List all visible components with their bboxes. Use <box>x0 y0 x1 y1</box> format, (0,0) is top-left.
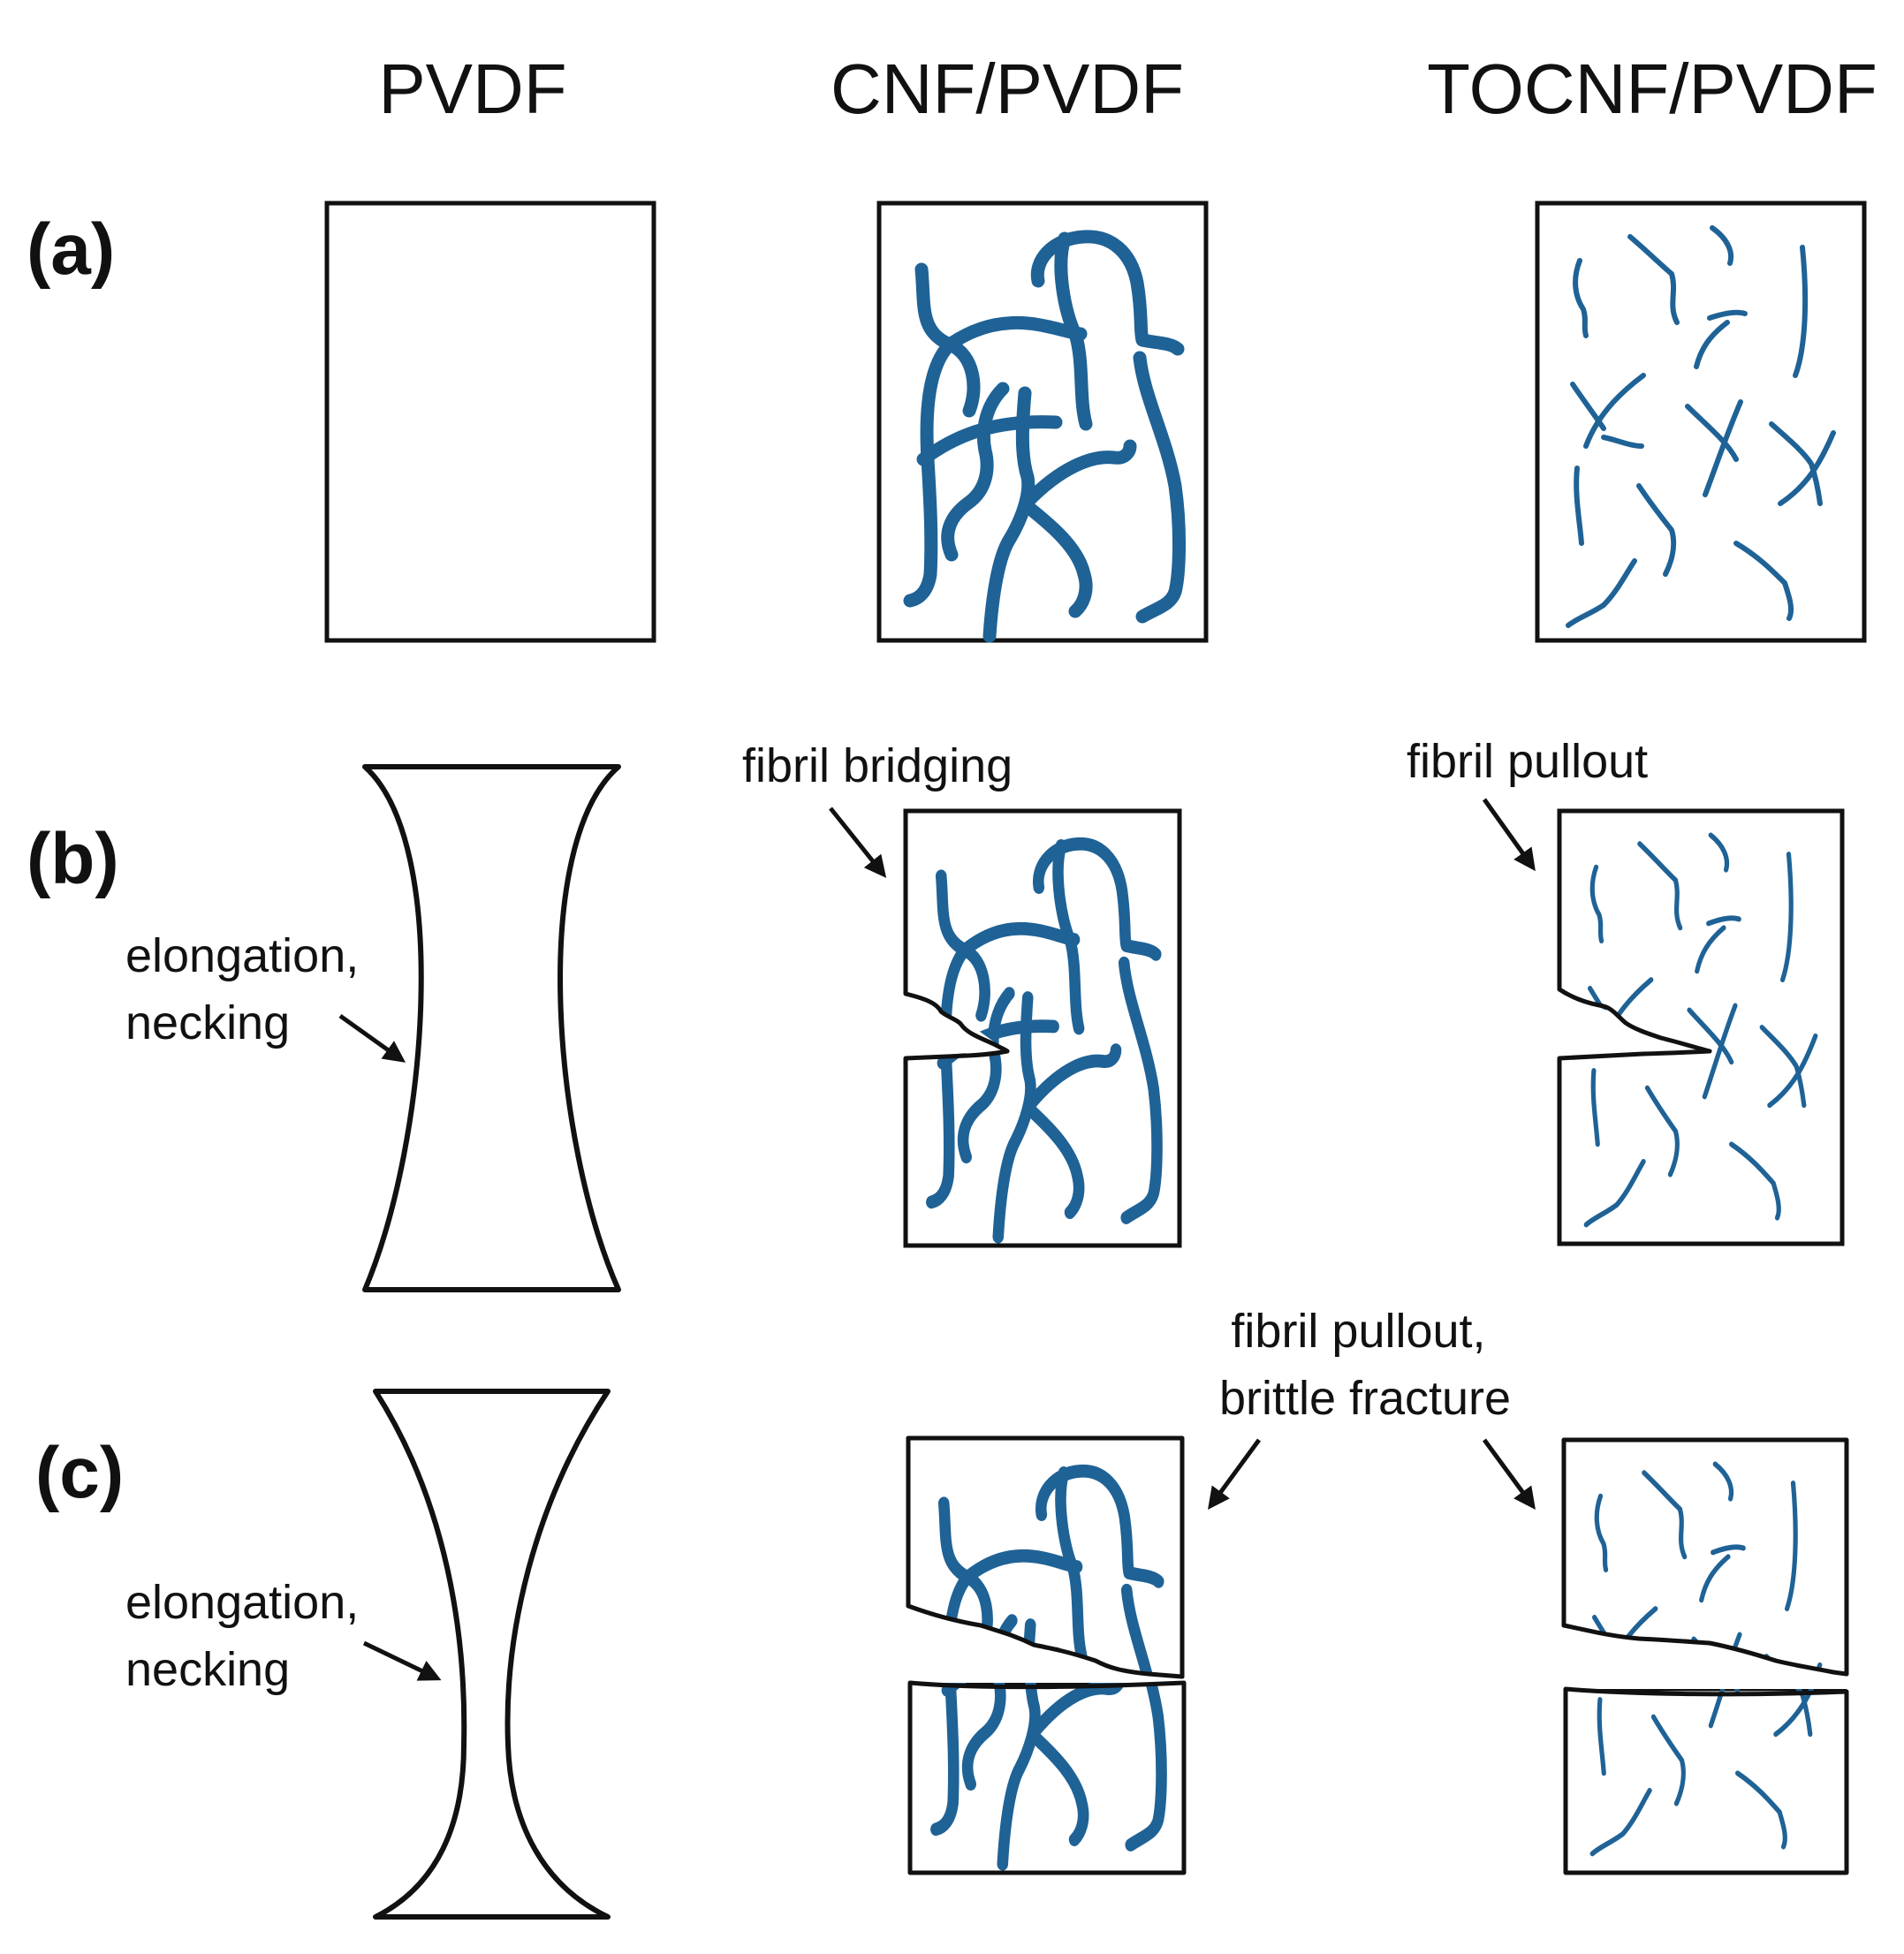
row-label-b: (b) <box>27 819 119 899</box>
fibril-bridging-label: fibril bridging <box>742 739 1013 792</box>
elongation-arrow-c <box>362 1640 442 1681</box>
fibril-bridging-arrow <box>829 807 887 878</box>
row-label-a: (a) <box>27 209 115 290</box>
pvdf-necked-specimen-b <box>362 764 621 1292</box>
elongation-arrow-b <box>338 1013 406 1063</box>
elongation-necking-label-b: elongation, necking <box>125 929 372 1049</box>
elongation-necking-label-c: elongation, necking <box>125 1576 372 1696</box>
fibril-pullout-brittle-fracture-label: fibril pullout, brittle fracture <box>1219 1305 1511 1425</box>
cnf-pvdf-film-b <box>903 808 1182 1248</box>
column-header-pvdf: PVDF <box>378 49 566 128</box>
cnf-pvdf-film-a <box>876 201 1209 643</box>
pvdf-necked-specimen-c <box>373 1389 611 1920</box>
fibril-pullout-label: fibril pullout <box>1407 735 1648 788</box>
cnf-pvdf-film-c <box>906 1435 1187 1875</box>
brittle-fracture-arrow-cnf <box>1208 1438 1262 1511</box>
tocnf-pvdf-film-a <box>1535 201 1867 643</box>
fibril-pullout-arrow <box>1482 798 1536 872</box>
row-label-c: (c) <box>35 1433 124 1513</box>
pvdf-film-a <box>324 201 656 643</box>
tocnf-pvdf-film-b <box>1557 808 1845 1246</box>
column-header-tocnf-pvdf: TOCNF/PVDF <box>1427 49 1877 128</box>
tocnf-pvdf-film-c <box>1561 1437 1849 1875</box>
brittle-fracture-arrow-tocnf <box>1482 1438 1536 1511</box>
column-header-cnf-pvdf: CNF/PVDF <box>831 49 1184 128</box>
